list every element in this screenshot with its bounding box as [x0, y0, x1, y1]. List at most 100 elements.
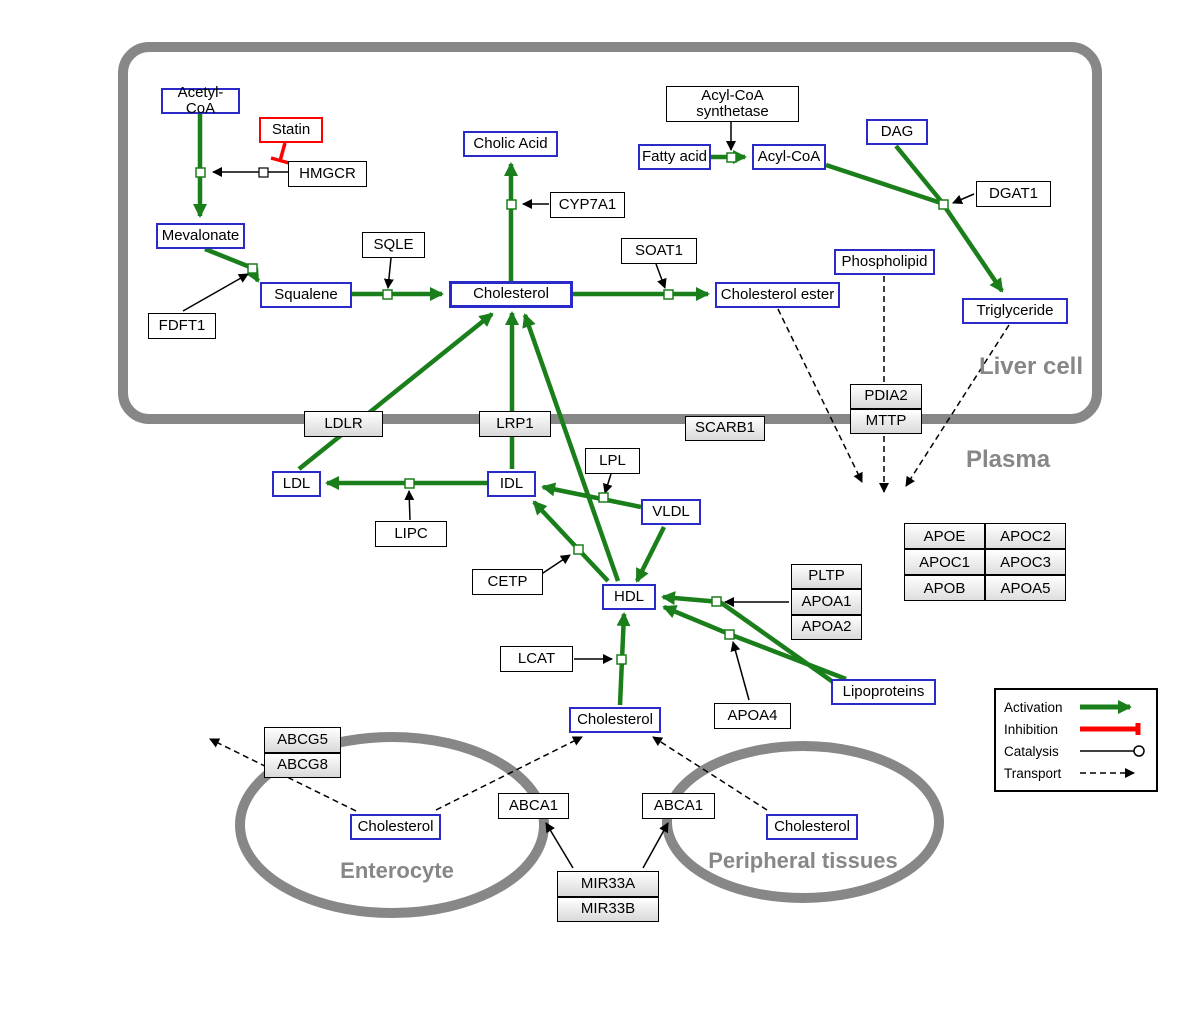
anchor-pltp	[711, 596, 722, 607]
node-apoc3[interactable]: APOC3	[985, 549, 1066, 575]
legend-activation-label: Activation	[1004, 699, 1063, 715]
catalysis-cetp	[539, 554, 571, 576]
node-abca1-left[interactable]: ABCA1	[498, 793, 569, 819]
node-lipc[interactable]: LIPC	[375, 521, 447, 547]
node-lpl[interactable]: LPL	[585, 448, 640, 474]
anchor-hmgcr	[195, 167, 206, 178]
node-hdl[interactable]: HDL	[602, 584, 656, 610]
node-apob[interactable]: APOB	[904, 575, 985, 601]
anchor-lcat	[616, 654, 627, 665]
node-soat1[interactable]: SOAT1	[621, 238, 697, 264]
node-fatty-acid[interactable]: Fatty acid	[638, 144, 711, 170]
edge-mir33-abca1-left	[545, 822, 574, 869]
anchor-statin-hmgcr	[258, 167, 269, 178]
node-acetyl-coa[interactable]: Acetyl-CoA	[161, 84, 240, 117]
node-apoe[interactable]: APOE	[904, 523, 985, 549]
anchor-acylcoa-synthetase	[726, 152, 737, 163]
node-dgat1[interactable]: DGAT1	[976, 181, 1051, 207]
node-mir33b[interactable]: MIR33B	[557, 897, 659, 922]
node-cholesterol-liver[interactable]: Cholesterol	[449, 281, 573, 308]
node-acyl-coa[interactable]: Acyl-CoA	[752, 144, 826, 170]
activation-arrow-icon	[1080, 700, 1132, 714]
legend-transport-label: Transport	[1004, 765, 1062, 781]
peripheral-tissues-label: Peripheral tissues	[708, 848, 898, 873]
node-mir33a[interactable]: MIR33A	[557, 871, 659, 897]
inhibition-edge-statin	[270, 142, 290, 165]
activation-edges	[193, 114, 1004, 706]
enterocyte-membrane	[235, 732, 549, 918]
legend-row-transport: Transport	[1004, 762, 1148, 784]
node-statin[interactable]: Statin	[259, 117, 323, 143]
node-idl[interactable]: IDL	[487, 471, 536, 497]
transport-peripheral-plasma	[652, 736, 768, 811]
edge-vldl-idl	[541, 482, 642, 510]
node-cholesterol-enterocyte[interactable]: Cholesterol	[350, 814, 441, 840]
catalysis-edges	[182, 121, 975, 869]
node-scarb1[interactable]: SCARB1	[685, 416, 765, 441]
node-apoa4[interactable]: APOA4	[714, 703, 791, 729]
enterocyte-label: Enterocyte	[340, 858, 454, 883]
node-squalene[interactable]: Squalene	[260, 282, 352, 308]
edge-mir33-abca1-right	[642, 822, 669, 869]
catalysis-lipc	[404, 490, 415, 521]
node-cetp[interactable]: CETP	[472, 569, 543, 595]
edge-dgat1node-triglyceride	[943, 205, 1004, 293]
node-abcg8[interactable]: ABCG8	[264, 753, 341, 778]
edge-ldl-cholesterol	[297, 312, 494, 471]
node-cholesterol-peripheral[interactable]: Cholesterol	[766, 814, 858, 840]
apo-gene-table: APOE APOC2 APOC1 APOC3 APOB APOA5	[904, 523, 1066, 601]
node-triglyceride[interactable]: Triglyceride	[962, 298, 1068, 324]
legend-row-catalysis: Catalysis	[1004, 740, 1148, 762]
node-apoa2[interactable]: APOA2	[791, 615, 862, 640]
node-mevalonate[interactable]: Mevalonate	[156, 223, 245, 249]
node-cyp7a1[interactable]: CYP7A1	[550, 192, 625, 218]
edge-dag-dgat1node	[894, 144, 943, 203]
node-pdia2[interactable]: PDIA2	[850, 384, 922, 409]
node-fdft1[interactable]: FDFT1	[148, 313, 216, 339]
node-hmgcr[interactable]: HMGCR	[288, 161, 367, 187]
liver-cell-membrane	[118, 42, 1102, 424]
node-ldl[interactable]: LDL	[272, 471, 321, 497]
plasma-label: Plasma	[966, 446, 1051, 473]
node-acyl-coa-synthetase[interactable]: Acyl-CoA synthetase	[666, 86, 799, 122]
anchor-cyp7a1	[506, 199, 517, 210]
node-sqle[interactable]: SQLE	[362, 232, 425, 258]
node-lcat[interactable]: LCAT	[500, 646, 573, 672]
catalysis-soat1	[655, 263, 667, 289]
node-abcg5[interactable]: ABCG5	[264, 727, 341, 753]
node-mttp[interactable]: MTTP	[850, 409, 922, 434]
node-cholesterol-ester[interactable]: Cholesterol ester	[715, 282, 840, 308]
node-vldl[interactable]: VLDL	[641, 499, 701, 525]
edge-vldl-hdl	[634, 525, 667, 583]
node-cholic-acid[interactable]: Cholic Acid	[463, 131, 558, 157]
peripheral-tissues-membrane	[662, 741, 944, 903]
reaction-anchor-nodes	[195, 152, 949, 665]
legend-catalysis-label: Catalysis	[1004, 743, 1059, 759]
node-phospholipid[interactable]: Phospholipid	[834, 249, 935, 275]
legend-inhibition-label: Inhibition	[1004, 721, 1059, 737]
anchor-fdft1	[247, 263, 258, 274]
node-dag[interactable]: DAG	[866, 119, 928, 145]
catalysis-fdft1	[182, 273, 249, 312]
node-apoa1[interactable]: APOA1	[791, 589, 862, 615]
node-apoc1[interactable]: APOC1	[904, 549, 985, 575]
node-apoa5[interactable]: APOA5	[985, 575, 1066, 601]
legend: Activation Inhibition Catalysis Transpor…	[994, 688, 1158, 792]
anchor-sqle	[382, 289, 393, 300]
catalysis-lpl	[602, 473, 613, 494]
node-lrp1[interactable]: LRP1	[479, 411, 551, 437]
anchor-lpl	[598, 492, 609, 503]
node-pltp[interactable]: PLTP	[791, 564, 862, 589]
statin-inhibition-tbar	[270, 156, 290, 165]
anchor-apoa4	[724, 629, 735, 640]
catalysis-sqle	[383, 257, 394, 289]
anchor-lipc	[404, 478, 415, 489]
node-ldlr[interactable]: LDLR	[304, 411, 383, 437]
node-lipoproteins[interactable]: Lipoproteins	[831, 679, 936, 705]
node-apoc2[interactable]: APOC2	[985, 523, 1066, 549]
node-abca1-right[interactable]: ABCA1	[642, 793, 715, 819]
liver-cell-label: Liver cell	[978, 353, 1083, 380]
node-cholesterol-plasma[interactable]: Cholesterol	[569, 707, 661, 733]
